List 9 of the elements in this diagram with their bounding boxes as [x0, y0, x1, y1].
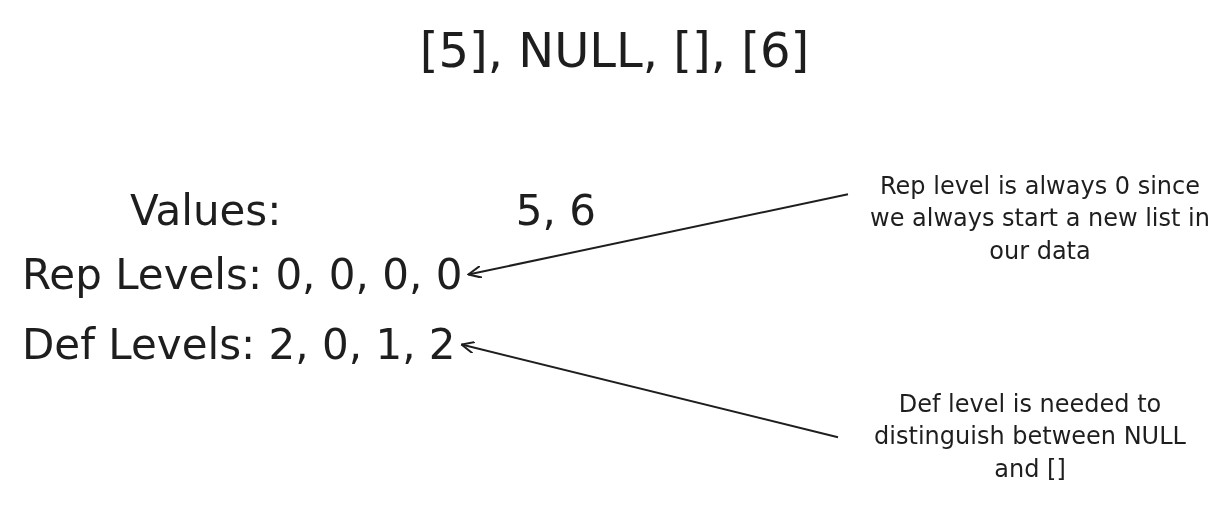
level-row: Def Levels: 2, 0, 1, 2	[22, 320, 456, 369]
row-label: Values:	[130, 186, 282, 235]
row-label: 5, 6	[515, 186, 596, 235]
title: [5], NULL, [], [6]	[418, 22, 811, 78]
arrow	[460, 340, 839, 439]
level-row: Rep Levels: 0, 0, 0, 0	[22, 250, 463, 299]
annotation-note: Rep level is always 0 since we always start a new list in our data	[870, 170, 1210, 268]
annotation-note: Def level is needed to distinguish between NULL and []	[860, 388, 1200, 486]
arrow	[467, 193, 849, 279]
